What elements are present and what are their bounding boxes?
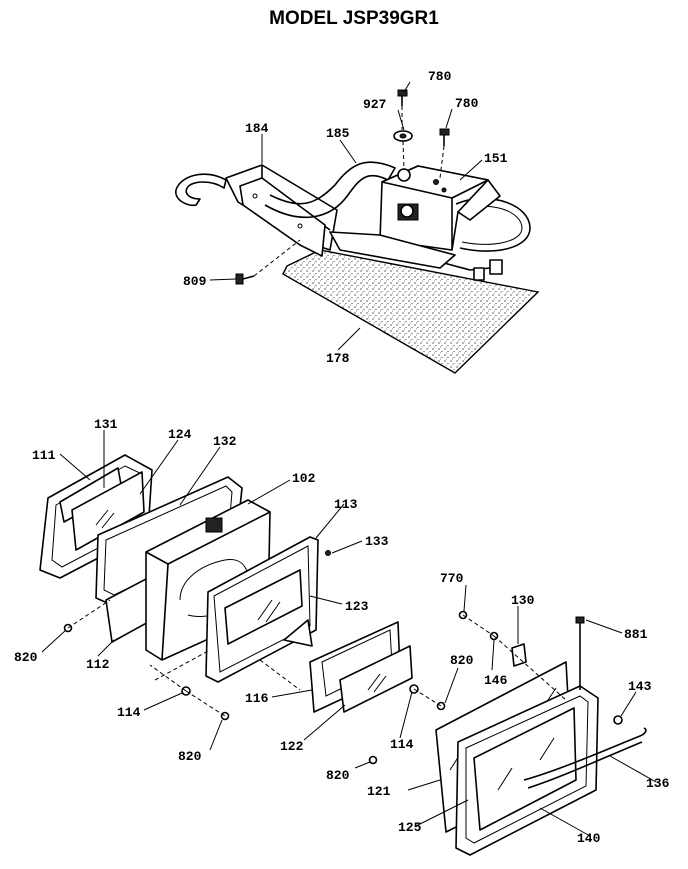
latch-block	[205, 517, 223, 533]
door-assembly-right	[435, 610, 647, 856]
washer-hole	[399, 133, 407, 139]
part-113-inner-edge	[213, 545, 311, 673]
part-780-screw	[439, 128, 450, 146]
label-131: 131	[94, 417, 118, 432]
label-111: 111	[32, 448, 56, 463]
part-133-pin	[325, 550, 331, 556]
glass-glint	[257, 599, 273, 621]
locator-line	[413, 688, 442, 707]
upper-assembly	[175, 89, 540, 374]
label-151: 151	[484, 151, 508, 166]
locator-line	[259, 659, 301, 691]
glass-glint	[367, 673, 381, 691]
label-114: 114	[117, 705, 141, 720]
locator-line	[67, 599, 111, 629]
label-178: 178	[326, 351, 350, 366]
label-780: 780	[455, 96, 479, 111]
glass-glint	[373, 675, 387, 693]
corner-bracket	[283, 619, 313, 647]
part-124-glass	[71, 471, 145, 551]
screw-hole	[441, 187, 447, 193]
locator-line	[185, 690, 226, 717]
locator-line	[402, 140, 405, 171]
part-130-bracket	[511, 643, 527, 667]
label-143: 143	[628, 679, 652, 694]
door-assembly-left	[39, 454, 446, 765]
label-820: 820	[326, 768, 350, 783]
label-114: 114	[390, 737, 414, 752]
part-labels: 780 927 780 184 185 151 809 178 111 131 …	[14, 69, 670, 846]
part-123-glass	[224, 569, 303, 645]
label-770: 770	[440, 571, 464, 586]
locator-line	[149, 664, 187, 692]
part-136-handle-lower	[527, 741, 643, 789]
part-820-screw	[368, 755, 378, 765]
screw-hole	[433, 179, 439, 185]
glass-glint	[497, 767, 513, 791]
motor-shaft	[400, 204, 414, 218]
label-123: 123	[345, 599, 369, 614]
part-820-screw	[220, 711, 230, 721]
locator-line	[253, 239, 301, 277]
label-780: 780	[428, 69, 452, 84]
hole	[252, 193, 258, 199]
label-124: 124	[168, 427, 192, 442]
glass-glint	[101, 512, 115, 529]
part-184-side-plate	[239, 177, 326, 257]
wire-connector	[473, 267, 485, 281]
leader-lines	[41, 81, 657, 837]
locator-line	[154, 649, 211, 681]
locator-line	[439, 145, 445, 179]
label-809: 809	[183, 274, 207, 289]
gear-hub	[397, 168, 411, 182]
label-185: 185	[326, 126, 350, 141]
part-125-glass	[473, 707, 577, 831]
part-809-screw	[235, 273, 255, 285]
part-184-hook	[175, 173, 227, 207]
label-136: 136	[646, 776, 670, 791]
mount-channel	[329, 231, 456, 269]
diagram-title: MODEL JSP39GR1	[269, 8, 439, 29]
label-140: 140	[577, 831, 601, 846]
part-151-bracket	[457, 179, 501, 221]
label-927: 927	[363, 97, 386, 112]
label-881: 881	[624, 627, 648, 642]
glass-glint	[265, 601, 281, 623]
label-122: 122	[280, 739, 304, 754]
part-136-handle	[523, 727, 647, 781]
glass-glint	[95, 509, 109, 526]
label-130: 130	[511, 593, 535, 608]
label-125: 125	[398, 820, 422, 835]
part-143-end-cap	[613, 715, 623, 725]
label-133: 133	[365, 534, 389, 549]
glass-glint	[539, 737, 555, 761]
label-132: 132	[213, 434, 237, 449]
label-820: 820	[14, 650, 38, 665]
label-820: 820	[450, 653, 474, 668]
part-140-inner	[465, 695, 589, 844]
label-146: 146	[484, 673, 508, 688]
label-102: 102	[292, 471, 316, 486]
label-121: 121	[367, 784, 391, 799]
hole	[297, 223, 303, 229]
label-113: 113	[334, 497, 358, 512]
label-116: 116	[245, 691, 269, 706]
wire-connector	[489, 259, 503, 275]
locator-line	[493, 635, 567, 701]
label-184: 184	[245, 121, 269, 136]
part-780-screw	[397, 89, 408, 106]
label-820: 820	[178, 749, 202, 764]
part-881-screw	[575, 616, 585, 690]
label-112: 112	[86, 657, 110, 672]
part-102-edge	[161, 563, 169, 661]
locator-line	[462, 614, 495, 637]
